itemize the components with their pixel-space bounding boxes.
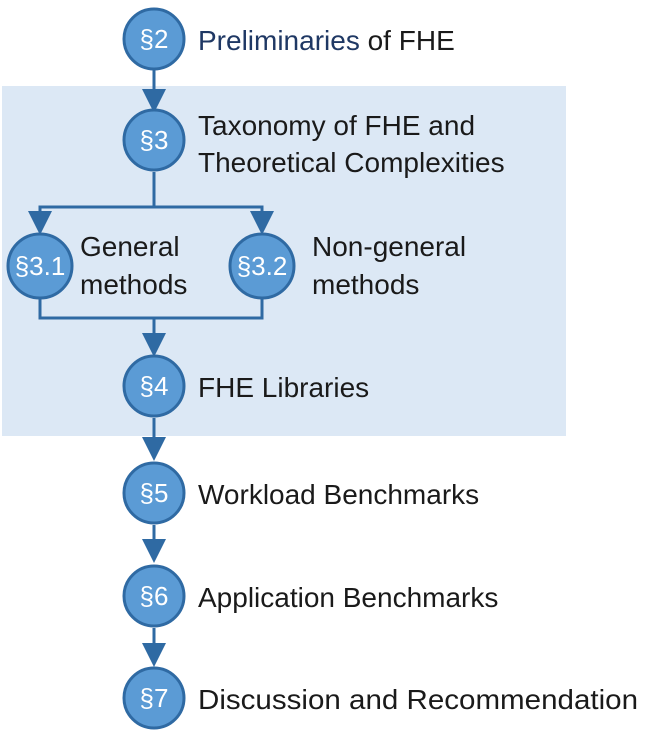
node-s2-label-part2: of FHE [360,25,455,56]
node-s32-label-line2: methods [312,269,419,300]
node-s32-label-line1: Non-general [312,231,466,262]
node-s2-label: Preliminaries of FHE [198,25,455,56]
node-s2-badge: §2 [140,24,169,54]
node-s4-circle [122,354,186,418]
node-s3-badge: §3 [140,125,169,155]
node-s3-label-line2: Theoretical Complexities [198,147,505,178]
node-s7-badge: §7 [140,683,169,713]
node-s5-badge: §5 [140,478,169,508]
node-s2-label-part1: Preliminaries [198,25,360,56]
node-s3-label-line1: Taxonomy of FHE and [198,110,475,141]
node-s31-circle [6,232,74,300]
node-s32-badge: §3.2 [237,251,288,281]
node-s6-badge: §6 [140,581,169,611]
node-s3-circle [122,108,186,172]
node-s4-badge: §4 [140,371,169,401]
node-s6-circle [122,564,186,628]
node-s7-circle [122,666,186,730]
merge-line-s31-s32 [38,298,264,320]
node-s31-label-line2: methods [80,269,187,300]
node-s32-circle [228,232,296,300]
node-s7-label: Discussion and Recommendation [198,684,638,715]
node-s5-circle [122,461,186,525]
node-s2-circle [122,7,186,71]
node-s6-label: Application Benchmarks [198,582,498,613]
node-s4-label: FHE Libraries [198,372,369,403]
node-s5-label: Workload Benchmarks [198,479,479,510]
node-s31-badge: §3.1 [15,251,66,281]
split-line-s3-right [154,205,274,235]
split-line-s3 [28,172,156,235]
node-s31-label-line1: General [80,231,180,262]
